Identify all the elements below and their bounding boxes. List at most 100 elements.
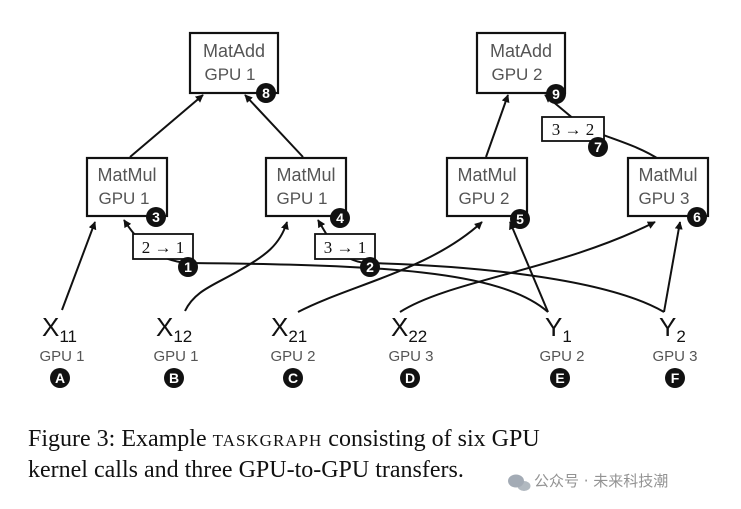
svg-text:X21: X21 [271,312,307,346]
kernel-node-matmul-1b: MatMul GPU 1 4 [264,156,350,228]
input-x22: X22 GPU 3 D [388,312,434,388]
edge-x21-to-matmul-2 [297,221,483,313]
var-subscript: 1 [562,327,571,346]
transfer-t3: 3 → 2 7 [541,116,608,157]
input-badge [50,368,70,388]
kernel-node-matadd-2: MatAdd GPU 2 9 [475,31,567,104]
op-label: MatMul [276,165,335,185]
device-label: GPU 2 [539,348,584,365]
step-badge-label: 7 [594,139,602,155]
device-label: GPU 1 [204,65,255,84]
input-x12: X12 GPU 1 B [153,312,199,388]
device-label: GPU 3 [388,348,433,365]
transfer-box [314,233,376,260]
step-badge-label: 1 [184,259,192,275]
var-name: X [42,312,59,342]
input-x11: X11 GPU 1 A [39,312,85,388]
device-label: GPU 3 [652,348,697,365]
var-subscript: 22 [408,327,427,346]
edge-y1-to-matmul-2 [509,221,549,313]
input-badge [550,368,570,388]
watermark-text: 公众号 · 未来科技潮 [534,472,668,490]
var-subscript: 21 [288,327,307,346]
var-subscript: 2 [676,327,685,346]
step-badge [360,257,380,277]
caption-smallcaps: TASKGRAPH [213,431,323,450]
figure-caption: Figure 3: Example TASKGRAPH consisting o… [28,426,540,483]
device-label: GPU 1 [276,189,327,208]
input-badge-label: F [671,370,680,386]
step-badge-label: 8 [262,85,270,101]
step-badge [330,208,350,228]
svg-text:Y2: Y2 [659,312,686,346]
transfer-label: 3 → 1 [324,238,367,257]
step-badge-label: 4 [336,210,344,226]
step-badge [178,257,198,277]
op-label: MatAdd [490,41,552,61]
node-box [475,31,567,95]
kernel-node-matmul-3: MatMul GPU 3 6 [626,156,710,227]
op-label: MatMul [638,165,697,185]
input-badge [283,368,303,388]
device-label: GPU 2 [458,189,509,208]
transfer-t2: 3 → 1 2 [314,233,380,277]
var-name: Y [545,312,562,342]
device-label: GPU 2 [270,348,315,365]
input-badge [400,368,420,388]
op-label: MatMul [457,165,516,185]
step-badge [588,137,608,157]
transfer-box [541,116,605,142]
transfer-t1: 2 → 1 1 [132,233,198,277]
edge-y2-to-matmul-3 [663,221,683,313]
node-box [85,156,169,218]
step-badge-label: 9 [552,86,560,102]
var-name: Y [659,312,676,342]
svg-text:X12: X12 [156,312,192,346]
node-box [626,156,710,218]
step-badge [510,209,530,229]
node-box [445,156,529,218]
input-badge [164,368,184,388]
wechat-icon [508,474,531,491]
step-badge-label: 2 [366,259,374,275]
transfer-label: 2 → 1 [142,238,185,257]
edge-matmul-2-to-matadd-2 [485,94,510,158]
step-badge-label: 6 [693,209,701,225]
caption-line-1: Figure 3: Example TASKGRAPH consisting o… [28,426,540,452]
device-label: GPU 2 [491,65,542,84]
svg-text:Y1: Y1 [545,312,572,346]
watermark: 公众号 · 未来科技潮 [508,472,668,491]
input-y1: Y1 GPU 2 E [539,312,585,388]
op-label: MatMul [97,165,156,185]
kernel-node-matmul-2: MatMul GPU 2 5 [445,156,530,229]
input-badge-label: A [55,370,65,386]
input-y2: Y2 GPU 3 F [652,312,698,388]
svg-text:X22: X22 [391,312,427,346]
step-badge [146,207,166,227]
svg-text:X11: X11 [42,312,77,346]
transfer-label: 3 → 2 [552,120,595,139]
device-label: GPU 1 [98,189,149,208]
var-name: X [271,312,288,342]
device-label: GPU 1 [153,348,198,365]
input-badge-label: B [169,370,179,386]
step-badge [687,207,707,227]
edge-x11-to-matmul-1a [61,221,97,311]
edge-x12-to-matmul-1b [184,221,289,312]
device-label: GPU 3 [638,189,689,208]
caption-rest: consisting of six GPU [322,426,539,452]
edges [61,94,683,313]
device-label: GPU 1 [39,348,84,365]
input-badge-label: D [405,370,415,386]
step-badge-label: 3 [152,209,160,225]
kernel-node-matmul-1a: MatMul GPU 1 3 [85,156,169,227]
step-badge [256,83,276,103]
edge-matmul-1a-to-matadd-1 [129,94,204,158]
node-box [264,156,348,218]
var-subscript: 12 [173,327,192,346]
op-label: MatAdd [203,41,265,61]
step-badge [546,84,566,104]
input-badge [665,368,685,388]
input-badge-label: C [288,370,298,386]
node-box [188,31,280,95]
